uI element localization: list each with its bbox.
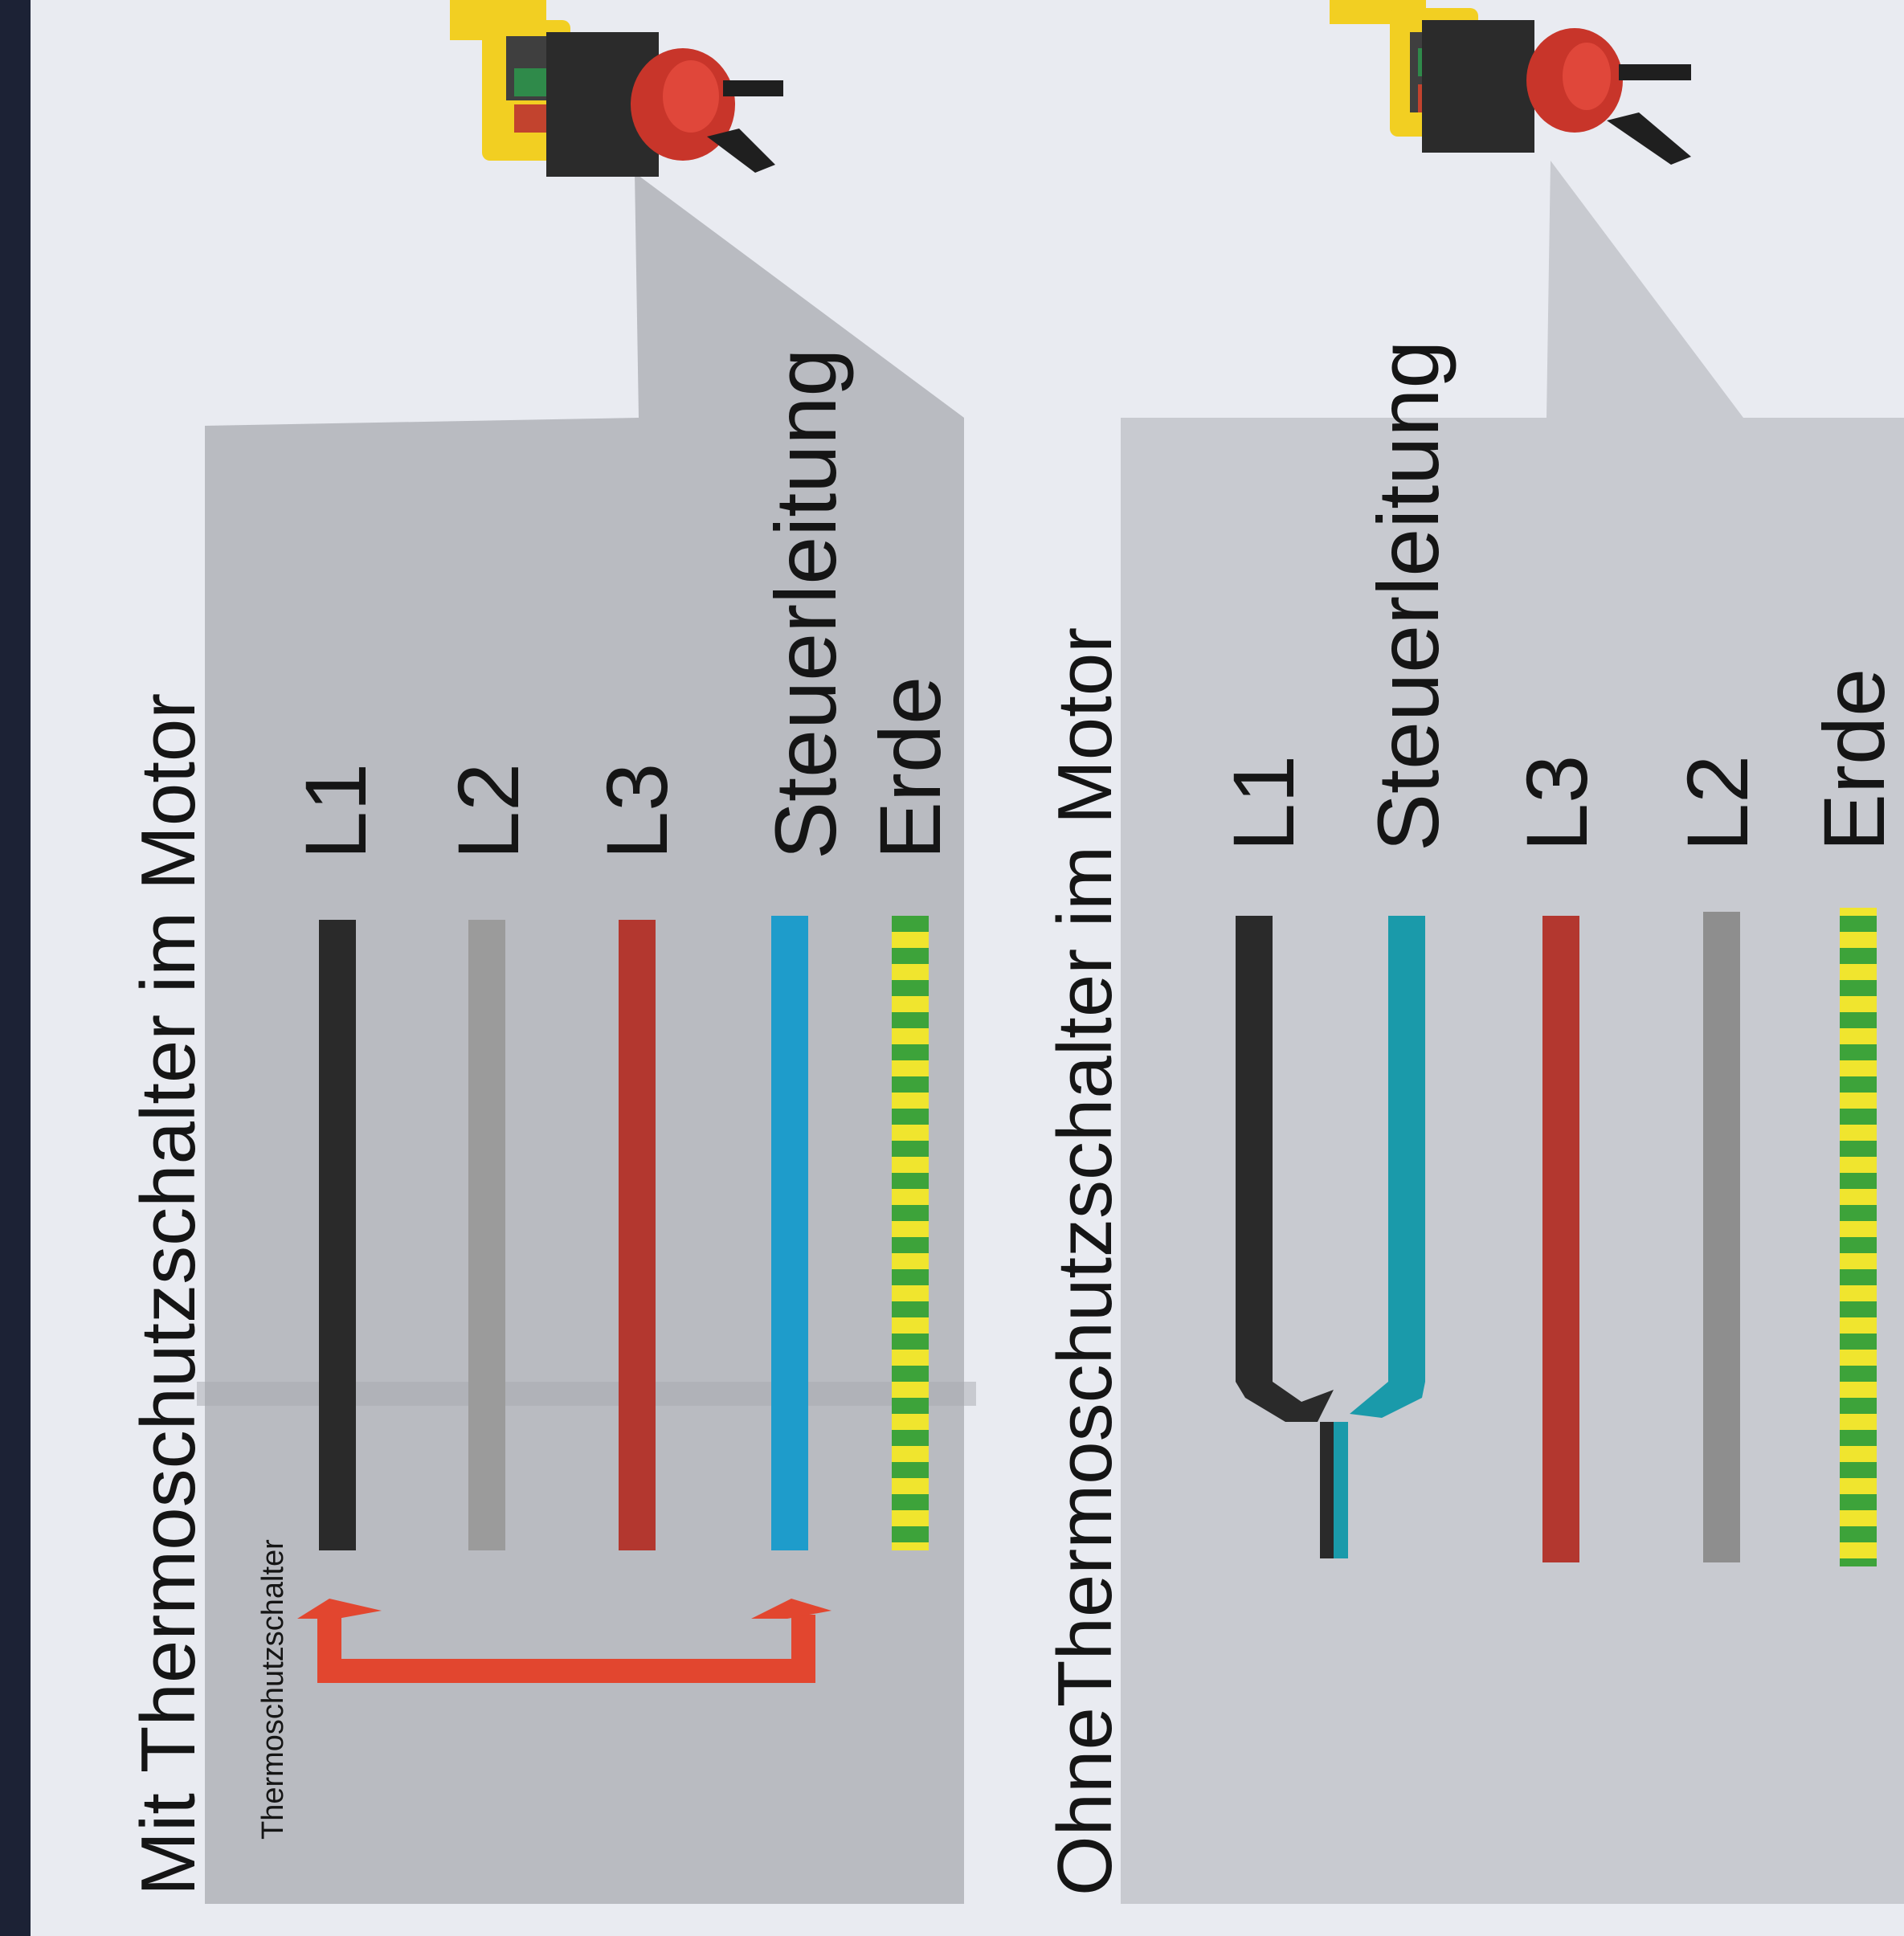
wire-l2 <box>468 920 505 1550</box>
label-l1: L1 <box>1215 755 1312 852</box>
label-l1: L1 <box>287 763 384 860</box>
label-l2: L2 <box>1669 755 1766 852</box>
label-l3: L3 <box>1508 755 1605 852</box>
section-without-title: OhneThermoschutzschalter im Motor <box>1042 627 1128 1896</box>
wire-steuerleitung <box>1388 916 1425 1382</box>
motor-switch-plug-icon <box>1330 0 1691 165</box>
wire-joined-l1 <box>1320 1422 1334 1558</box>
wire-l2 <box>1703 912 1740 1562</box>
label-l2: L2 <box>439 763 537 860</box>
motor-switch-plug-icon <box>450 0 783 177</box>
wire-erde <box>892 916 929 1550</box>
label-erde: Erde <box>861 676 958 860</box>
wire-l3 <box>1542 916 1579 1562</box>
wire-steuerleitung <box>771 916 808 1550</box>
wire-l3 <box>619 920 656 1550</box>
wire-joined-steuerleitung <box>1334 1422 1348 1558</box>
wire-erde <box>1840 908 1877 1566</box>
label-steuerleitung: Steuerleitung <box>757 349 854 860</box>
label-steuerleitung: Steuerleitung <box>1359 341 1457 852</box>
label-erde: Erde <box>1805 668 1902 852</box>
thermo-label: Thermoschutzschalter <box>256 1539 290 1840</box>
label-l3: L3 <box>588 763 685 860</box>
wire-steuerleitung-arrow <box>1350 1382 1425 1418</box>
section-with-title: Mit Thermoschutzschalter im Motor <box>125 693 211 1896</box>
fold-shadow <box>197 1382 976 1406</box>
wire-l1 <box>1236 916 1273 1382</box>
thermo-bridge-arrow <box>297 1599 831 1683</box>
section-without-thermo: OhneThermoschutzschalter im Motor L1 Ste… <box>1042 0 1904 1904</box>
wire-l1-arrow <box>1236 1382 1334 1422</box>
section-with-thermo: Mit Thermoschutzschalter im Motor Thermo… <box>125 0 976 1904</box>
wire-l1 <box>319 920 356 1550</box>
